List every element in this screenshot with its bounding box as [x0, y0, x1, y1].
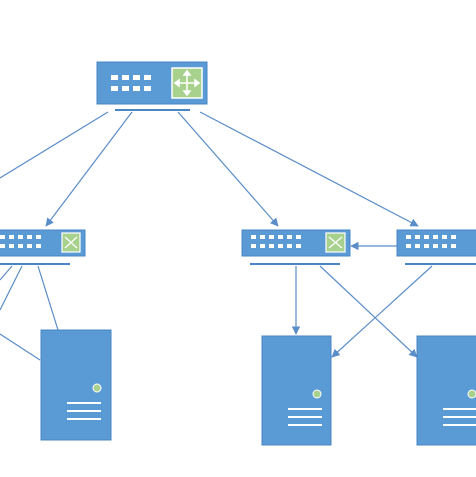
switch-ports	[251, 235, 301, 248]
switch-ports	[406, 235, 456, 248]
left-server[interactable]	[40, 329, 112, 441]
port-icon	[278, 235, 283, 239]
router-ports	[111, 75, 151, 91]
port-icon	[111, 75, 118, 80]
port-icon	[133, 86, 140, 91]
port-icon	[122, 75, 129, 80]
port-icon	[122, 86, 129, 91]
port-icon	[36, 244, 41, 248]
port-icon	[442, 235, 447, 239]
port-icon	[27, 235, 32, 239]
port-icon	[18, 235, 23, 239]
port-icon	[424, 235, 429, 239]
left-switch[interactable]	[0, 229, 86, 265]
port-icon	[111, 86, 118, 91]
server-status-led	[92, 383, 102, 393]
port-icon	[278, 244, 283, 248]
port-icon	[0, 244, 5, 248]
port-icon	[18, 244, 23, 248]
port-icon	[451, 235, 456, 239]
link-left-server-offscreen	[0, 333, 41, 361]
link-left-switch-left-server	[37, 265, 59, 331]
port-icon	[442, 244, 447, 248]
links	[0, 111, 433, 361]
port-icon	[451, 244, 456, 248]
right-server[interactable]	[416, 335, 476, 446]
link-core-router-middle-switch	[177, 111, 279, 227]
switch-ports	[0, 235, 41, 248]
port-icon	[9, 244, 14, 248]
link-middle-switch-right-server	[319, 265, 418, 358]
port-icon	[36, 235, 41, 239]
port-icon	[133, 75, 140, 80]
port-icon	[27, 244, 32, 248]
router-arrows-icon	[171, 67, 203, 99]
port-icon	[260, 235, 265, 239]
port-icon	[251, 244, 256, 248]
link-left-switch-offscreen-a	[0, 265, 23, 311]
switch-crossed-arrows-icon	[61, 232, 81, 253]
server-status-led	[467, 389, 476, 399]
port-icon	[415, 235, 420, 239]
right-switch[interactable]	[396, 229, 476, 265]
middle-server[interactable]	[261, 335, 332, 446]
core-router[interactable]	[96, 61, 208, 111]
port-icon	[0, 235, 5, 239]
port-icon	[406, 235, 411, 239]
port-icon	[433, 244, 438, 248]
port-icon	[144, 75, 151, 80]
port-icon	[269, 235, 274, 239]
port-icon	[415, 244, 420, 248]
port-icon	[9, 235, 14, 239]
link-core-router-right-switch	[199, 111, 419, 227]
port-icon	[424, 244, 429, 248]
port-icon	[260, 244, 265, 248]
link-core-router-left-switch	[45, 111, 133, 227]
switch-crossed-arrows-icon	[325, 232, 346, 253]
port-icon	[287, 244, 292, 248]
port-icon	[406, 244, 411, 248]
link-right-switch-middle-server	[331, 265, 433, 358]
port-icon	[287, 235, 292, 239]
server-vent-lines	[288, 408, 322, 426]
server-status-led	[312, 389, 322, 399]
server-vent-lines	[443, 408, 476, 426]
middle-switch[interactable]	[241, 229, 351, 265]
port-icon	[296, 244, 301, 248]
port-icon	[433, 235, 438, 239]
port-icon	[251, 235, 256, 239]
port-icon	[296, 235, 301, 239]
link-left-switch-offscreen-b	[0, 265, 13, 281]
link-core-router-offscreen-left	[0, 111, 109, 179]
port-icon	[144, 86, 151, 91]
server-vent-lines	[67, 402, 101, 420]
port-icon	[269, 244, 274, 248]
